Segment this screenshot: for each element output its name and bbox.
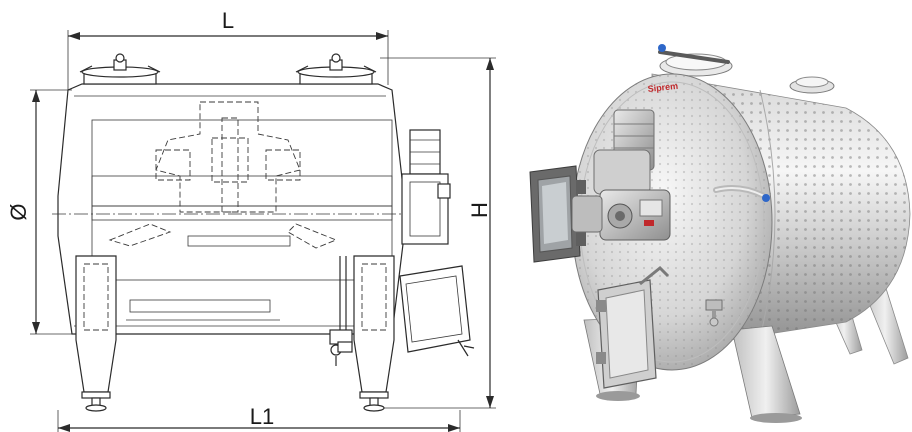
overall-length-label: L1 xyxy=(250,404,274,429)
discharge-door-drawing xyxy=(399,265,475,357)
length-label: L xyxy=(222,8,234,33)
internal-mechanism xyxy=(91,101,393,321)
length-dimension: L xyxy=(67,8,389,90)
photo-top-manway-rear xyxy=(789,76,835,94)
photo-top-manway-front xyxy=(658,44,733,77)
motor-gearbox xyxy=(571,109,671,241)
diameter-dimension: Ø xyxy=(6,89,72,335)
sample-valve xyxy=(705,299,723,327)
height-dimension: H xyxy=(380,57,496,409)
motor-drawing xyxy=(401,129,451,245)
top-manways xyxy=(79,53,377,85)
technical-drawing: L L1 Ø H xyxy=(6,8,496,432)
discharge-door xyxy=(596,265,670,389)
diameter-label: Ø xyxy=(6,203,31,220)
product-photo: Siprem xyxy=(529,44,911,423)
legs-drawing xyxy=(75,255,395,412)
top-handle-blue-cap xyxy=(658,44,666,52)
endcap-handle xyxy=(713,185,770,202)
height-label: H xyxy=(467,202,492,218)
endcap-handle-blue-cap xyxy=(762,194,770,202)
brand-logo: Siprem xyxy=(647,81,678,94)
overall-length-dimension: L1 xyxy=(57,404,461,432)
front-leg-right xyxy=(731,325,801,419)
side-inspection-window xyxy=(529,165,586,263)
valve-drawing xyxy=(329,256,353,366)
